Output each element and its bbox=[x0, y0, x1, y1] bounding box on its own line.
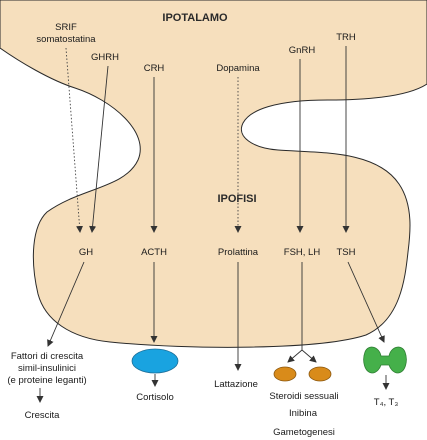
adrenal-gland-icon bbox=[131, 348, 179, 374]
gh-to-igf-arrow bbox=[47, 261, 85, 347]
crh-label: CRH bbox=[144, 63, 165, 74]
thyroid-gland-icon bbox=[363, 346, 407, 374]
pituitary-title: IPOFISI bbox=[217, 193, 256, 205]
steroidi-label: Steroidi sessuali bbox=[269, 391, 338, 402]
fsh-lh-to-gonad-left-arrow bbox=[287, 349, 303, 363]
trh-label: TRH bbox=[336, 32, 356, 43]
tsh-label: TSH bbox=[337, 247, 356, 258]
t4-t3-label: T₄, T₃ bbox=[374, 397, 399, 408]
igf-label-line3: (e proteine leganti) bbox=[7, 375, 86, 386]
somatostatina-label: somatostatina bbox=[36, 34, 96, 45]
ghrh-to-gh-arrow bbox=[89, 65, 109, 233]
cortisolo-label: Cortisolo bbox=[136, 392, 174, 403]
inibina-label: Inibina bbox=[289, 408, 318, 419]
gonad-left-icon bbox=[273, 366, 297, 382]
gonad-right-icon bbox=[308, 366, 332, 382]
igf-label-line1: Fattori di crescita bbox=[11, 351, 84, 362]
dopamina-label: Dopamina bbox=[216, 63, 260, 74]
crescita-label: Crescita bbox=[25, 410, 61, 421]
fsh-lh-label: FSH, LH bbox=[284, 247, 321, 258]
gonads-icon bbox=[273, 366, 332, 382]
fsh-lh-to-gonad-right-arrow bbox=[301, 349, 317, 363]
ghrh-label: GHRH bbox=[91, 52, 119, 63]
gametogenesi-label: Gametogenesi bbox=[273, 427, 335, 438]
prolattina-label: Prolattina bbox=[218, 247, 259, 258]
hypothalamus-pituitary-shape bbox=[0, 0, 427, 348]
igf-label-line2: simil-insulinici bbox=[18, 363, 76, 374]
tsh-to-thyroid-arrow bbox=[347, 261, 385, 343]
gh-label: GH bbox=[79, 247, 93, 258]
acth-label: ACTH bbox=[141, 247, 167, 258]
srif-to-gh-arrow bbox=[65, 47, 84, 233]
gnrh-label: GnRH bbox=[289, 45, 316, 56]
lattazione-label: Lattazione bbox=[214, 379, 258, 390]
hypothalamus-title: IPOTALAMO bbox=[162, 12, 228, 24]
srif-label: SRIF bbox=[55, 22, 77, 33]
